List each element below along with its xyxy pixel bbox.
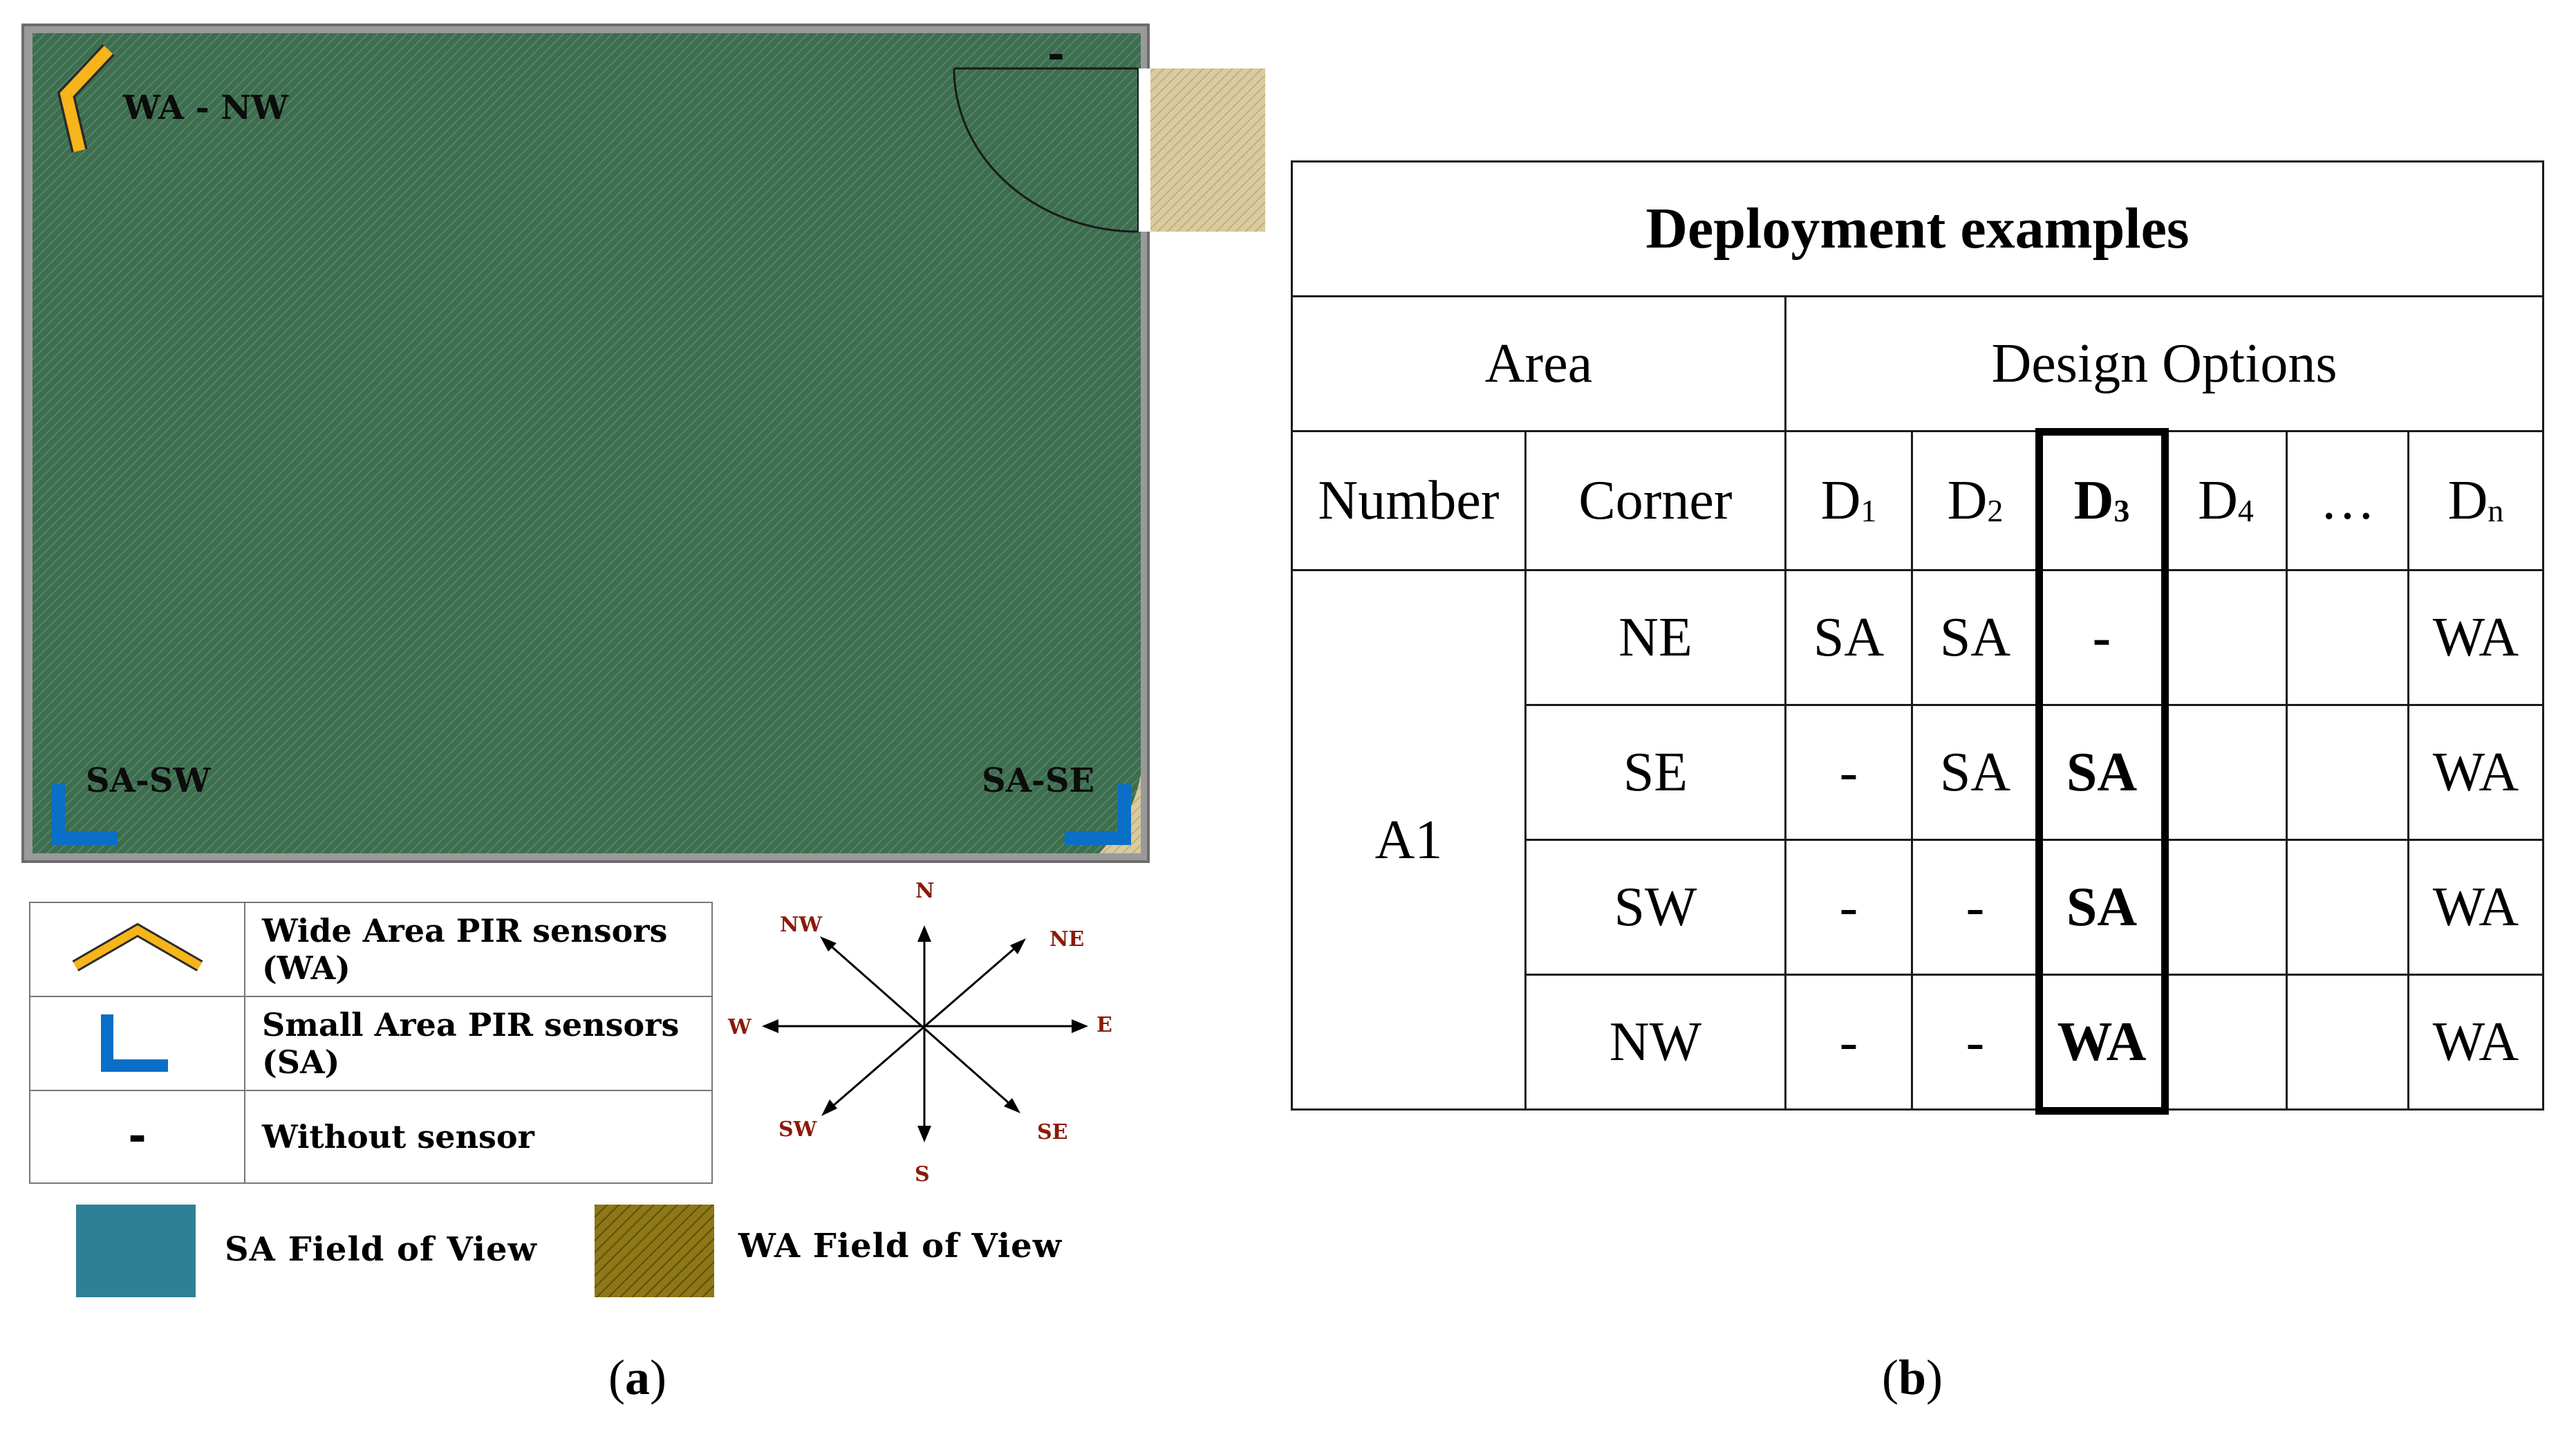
design-option-cell: - [2037, 569, 2166, 706]
design-option-cell [2164, 839, 2288, 976]
caption-letter: b [1898, 1350, 1927, 1405]
design-option-cell [2286, 704, 2409, 841]
sensor-label-sa-sw: SA-SW [86, 761, 211, 800]
legend-text: Without sensor [244, 1090, 713, 1184]
design-option-cell: WA [2407, 569, 2544, 706]
legend-icon-cell [29, 902, 245, 997]
design-option-cell [2286, 839, 2409, 976]
compass-w: W [727, 1015, 752, 1039]
door-swing [953, 68, 1139, 233]
corner-cell: SE [1524, 704, 1786, 841]
design-option-cell: - [1911, 974, 2040, 1111]
design-option-cell: SA [1784, 569, 1913, 706]
corner-ne-no-sensor: - [1047, 30, 1065, 78]
wa-fov-label: WA Field of View [738, 1227, 1063, 1265]
table-title-row: Deployment examples [1291, 160, 2544, 297]
design-option-cell [2164, 704, 2288, 841]
design-option-cell [2164, 569, 2288, 706]
door-fov-overflow [1150, 68, 1265, 232]
area-header: Area [1291, 295, 1786, 432]
design-option-cell: SA [2037, 704, 2166, 841]
design-option-header: D2 [1911, 430, 2040, 571]
small-area-sensor-icon [1065, 784, 1131, 845]
panel-b-caption: (b) [1882, 1350, 1943, 1405]
legend-text: Small Area PIR sensors (SA) [244, 996, 713, 1091]
compass-rose-icon [772, 934, 1079, 1133]
design-option-cell [2286, 974, 2409, 1111]
legend-row: Wide Area PIR sensors (WA) [29, 902, 713, 997]
design-option-cell: - [1784, 704, 1913, 841]
design-option-header: Dn [2407, 430, 2544, 571]
panel-a-caption: (a) [608, 1350, 666, 1405]
design-option-cell: WA [2407, 839, 2544, 976]
table-row: SW--SA WA [1292, 839, 2544, 976]
corner-cell: NW [1524, 974, 1786, 1111]
floor-plan-diagram [21, 24, 1265, 1142]
room-coverage-area [32, 33, 1141, 853]
design-options-header: Design Options [1784, 295, 2544, 432]
wa-fov-swatch [595, 1205, 714, 1297]
sa-fov-swatch [76, 1205, 196, 1297]
sa-fov-label: SA Field of View [225, 1230, 537, 1269]
deployment-examples-table: Deployment examples Area Design Options … [1291, 160, 2544, 1111]
design-option-cell: WA [2407, 704, 2544, 841]
design-option-cell: - [1784, 974, 1913, 1111]
design-option-cell: SA [1911, 704, 2040, 841]
caption-letter: a [624, 1350, 650, 1405]
area-number-cell: A1 [1291, 569, 1527, 1111]
design-option-cell: WA [2407, 974, 2544, 1111]
sensor-label-sa-se: SA-SE [982, 761, 1095, 800]
design-option-header: … [2286, 430, 2409, 571]
compass-ne: NE [1049, 927, 1084, 951]
corner-cell: NE [1524, 569, 1786, 706]
legend-text: Wide Area PIR sensors (WA) [244, 902, 713, 997]
legend-dash-symbol: - [29, 1090, 245, 1184]
compass-n: N [915, 879, 934, 903]
legend-row: - Without sensor [29, 1090, 713, 1184]
door-opening [1138, 68, 1150, 232]
number-header: Number [1291, 430, 1527, 571]
compass-labels: N NE E SE S SW W NW [727, 879, 1112, 1187]
design-option-cell [2286, 569, 2409, 706]
compass-sw: SW [778, 1117, 818, 1142]
design-option-cell: SA [2037, 839, 2166, 976]
compass-se: SE [1037, 1120, 1068, 1144]
design-option-cell: - [1911, 839, 2040, 976]
compass-e: E [1096, 1013, 1112, 1037]
design-option-cell [2164, 974, 2288, 1111]
table-group-header-row: Area Design Options [1291, 295, 2544, 432]
design-option-header: D4 [2164, 430, 2288, 571]
legend-row: Small Area PIR sensors (SA) [29, 996, 713, 1091]
wide-area-sensor-icon [71, 922, 203, 972]
small-area-sensor-icon [51, 784, 118, 845]
small-area-sensor-icon [100, 1014, 168, 1072]
compass-s: S [915, 1162, 930, 1187]
legend-icon-cell [29, 996, 245, 1091]
corner-header: Corner [1524, 430, 1786, 571]
design-option-cell: SA [1911, 569, 2040, 706]
design-option-header: D3 [2037, 430, 2166, 571]
compass-nw: NW [780, 913, 823, 937]
design-option-cell: - [1784, 839, 1913, 976]
design-option-cell: WA [2037, 974, 2166, 1111]
sensor-label-wa-nw: WA - NW [123, 89, 289, 127]
corner-cell: SW [1524, 839, 1786, 976]
sensor-legend: Wide Area PIR sensors (WA) Small Area PI… [29, 902, 713, 1184]
table-title: Deployment examples [1291, 160, 2544, 297]
design-option-header: D1 [1784, 430, 1913, 571]
